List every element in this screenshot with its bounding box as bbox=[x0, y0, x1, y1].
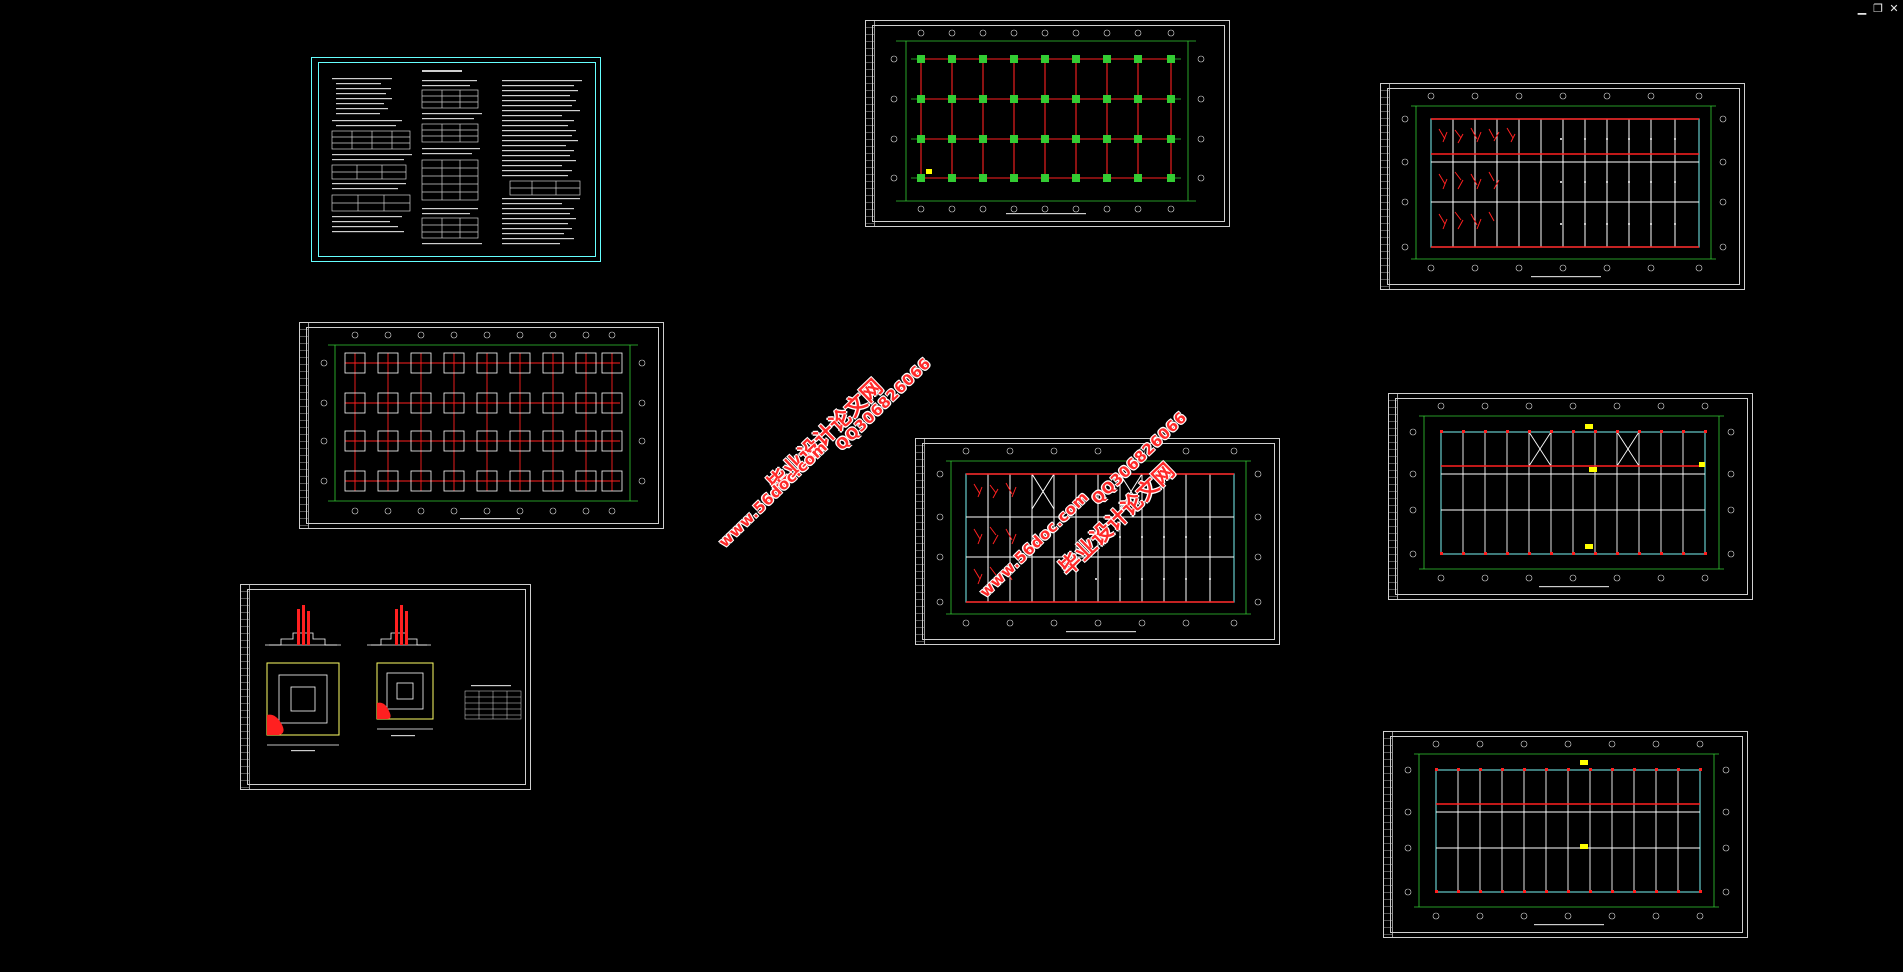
foundation-detail-drawing bbox=[265, 605, 522, 752]
title-strip bbox=[241, 585, 250, 789]
sheet-floor-structure-plan-a[interactable] bbox=[1380, 83, 1745, 290]
sheet-frame bbox=[922, 443, 1275, 640]
title-strip bbox=[866, 21, 875, 226]
foundation-plan-drawing bbox=[320, 331, 646, 520]
beam-plan-b-drawing bbox=[1404, 740, 1730, 926]
sheet-foundation-plan[interactable] bbox=[299, 322, 664, 529]
sheet-beam-plan-b[interactable] bbox=[1383, 731, 1748, 938]
watermark-url-text: www.56doc.com bbox=[715, 437, 832, 551]
restore-icon[interactable]: ❐ bbox=[1873, 1, 1883, 15]
close-icon[interactable]: ✕ bbox=[1889, 1, 1899, 15]
sheet-beam-plan-a[interactable] bbox=[1388, 393, 1753, 600]
title-strip bbox=[916, 439, 925, 644]
sheet-frame bbox=[318, 62, 596, 257]
column-grid-drawing bbox=[890, 29, 1205, 215]
sheet-frame bbox=[1390, 736, 1743, 933]
notes-text-blocks bbox=[331, 70, 582, 245]
window-controls: ▁ ❐ ✕ bbox=[1853, 0, 1903, 20]
sheet-foundation-detail[interactable] bbox=[240, 584, 531, 790]
sheet-frame bbox=[1395, 398, 1748, 595]
minimize-icon[interactable]: ▁ bbox=[1857, 1, 1867, 15]
floor-plan-b-drawing bbox=[936, 447, 1262, 633]
sheet-frame bbox=[306, 327, 659, 524]
sheet-column-layout-plan[interactable] bbox=[865, 20, 1230, 227]
sheet-frame bbox=[247, 589, 526, 785]
floor-plan-a-drawing bbox=[1401, 92, 1727, 278]
title-strip bbox=[300, 323, 309, 528]
sheet-frame bbox=[1387, 88, 1740, 285]
title-strip bbox=[1384, 732, 1393, 937]
sheet-frame bbox=[872, 25, 1225, 222]
title-strip bbox=[1389, 394, 1398, 599]
sheet-general-notes[interactable] bbox=[311, 57, 601, 262]
beam-plan-a-drawing bbox=[1409, 402, 1735, 588]
sheet-floor-structure-plan-b[interactable] bbox=[915, 438, 1280, 645]
title-strip bbox=[1381, 84, 1390, 289]
